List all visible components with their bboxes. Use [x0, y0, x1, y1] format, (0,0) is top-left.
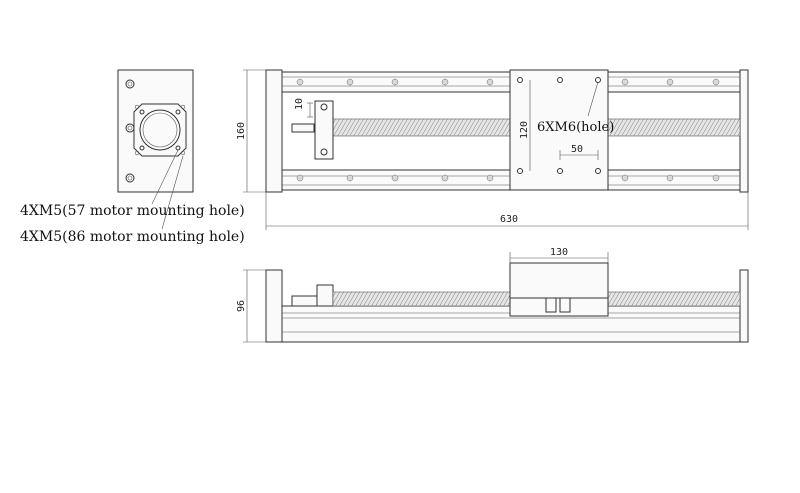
- motor-shaft: [291, 123, 315, 133]
- mount-hole-86: [180, 150, 186, 156]
- carriage-hole: [517, 168, 523, 174]
- side-end-left: [265, 269, 283, 343]
- dim-120: 120: [519, 121, 530, 139]
- dim-10: 10: [294, 98, 305, 110]
- mount-hole-86: [134, 150, 140, 156]
- carriage-hole: [517, 77, 523, 83]
- bearing-block: [314, 100, 334, 160]
- carriage: [509, 69, 609, 191]
- leader-86: [161, 155, 184, 230]
- leader-57: [151, 149, 179, 205]
- leader-hole: [587, 81, 599, 117]
- note-86-motor-holes: 4XM5(86 motor mounting hole): [20, 229, 245, 245]
- dim-96: 96: [236, 300, 247, 312]
- mount-hole-86: [134, 104, 140, 110]
- side-carriage-slide: [509, 297, 609, 317]
- motor-plate-view: [117, 69, 194, 230]
- dim-160: 160: [236, 122, 247, 140]
- dim-50: 50: [571, 144, 583, 155]
- note-6xm6-holes: 6XM6(hole): [537, 120, 614, 135]
- top-view: 160 10: [236, 69, 749, 230]
- side-view: 96 130: [236, 247, 749, 343]
- dim-130: 130: [550, 247, 568, 258]
- mount-hole-57: [139, 145, 145, 151]
- rail-screws-top: [296, 78, 720, 86]
- dim-630: 630: [500, 214, 518, 225]
- carriage-hole: [557, 168, 563, 174]
- side-carriage: [509, 262, 609, 299]
- motor-bore: [139, 109, 181, 151]
- mount-hole-86: [180, 104, 186, 110]
- carriage-hole: [557, 77, 563, 83]
- note-57-motor-holes: 4XM5(57 motor mounting hole): [20, 203, 245, 219]
- rail-screws-bottom: [296, 174, 720, 182]
- side-motor-shaft: [291, 295, 318, 307]
- motor-flange-outline: [133, 103, 187, 157]
- mount-hole-57: [139, 109, 145, 115]
- motor-plate: [117, 69, 194, 193]
- plate-hole-bl: [125, 173, 135, 183]
- side-end-right: [739, 269, 749, 343]
- plate-hole-tl: [125, 79, 135, 89]
- carriage-hole: [595, 168, 601, 174]
- side-bearing-block: [316, 284, 334, 307]
- end-block-right: [739, 69, 749, 193]
- mount-hole-57: [175, 109, 181, 115]
- end-block-left: [265, 69, 283, 193]
